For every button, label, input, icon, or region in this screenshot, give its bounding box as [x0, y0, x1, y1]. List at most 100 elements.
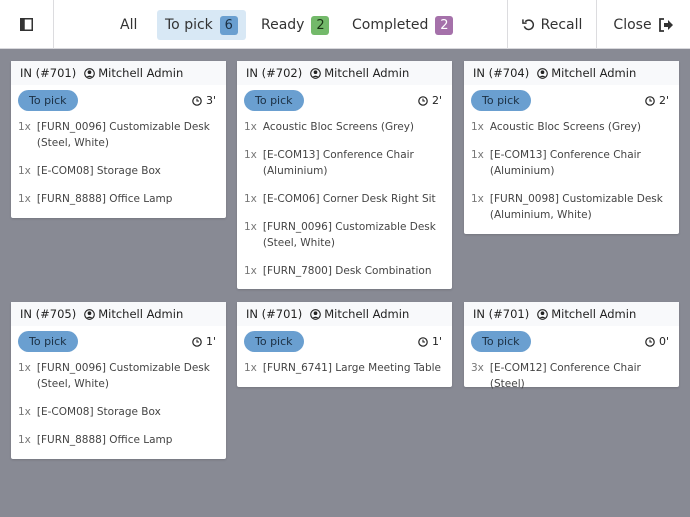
- filter-all[interactable]: All: [112, 10, 145, 40]
- clock-icon: [192, 95, 202, 106]
- sidebar-toggle-button[interactable]: [0, 0, 54, 49]
- clock-icon: [418, 95, 428, 106]
- state-tag: To pick: [244, 90, 304, 111]
- timer-value: 0': [658, 335, 669, 348]
- responsible-user-name: Mitchell Admin: [551, 66, 637, 80]
- responsible-user-name: Mitchell Admin: [98, 66, 184, 80]
- line-product: [E-COM13] Conference Chair (Aluminium): [262, 149, 414, 177]
- line-product: [E-COM08] Storage Box: [36, 406, 161, 418]
- timer-value: 3': [205, 94, 216, 107]
- close-button[interactable]: Close: [596, 0, 690, 49]
- user-circle-icon: [84, 308, 96, 320]
- order-lines: 3x [E-COM12] Conference Chair (Steel): [464, 356, 679, 392]
- picking-reference: IN (#701): [20, 66, 77, 80]
- order-line: 1x [E-COM13] Conference Chair (Aluminium): [237, 147, 452, 179]
- timer-value: 2': [658, 94, 669, 107]
- picking-card-6[interactable]: IN (#701) Mitchell Admin To pick 0' 3x [E…: [464, 302, 679, 390]
- recall-label: Recall: [540, 16, 583, 33]
- line-qty: 1x: [244, 265, 257, 277]
- line-qty: 1x: [18, 121, 31, 133]
- card-state-row: To pick 0': [464, 326, 679, 356]
- timer: 2': [418, 90, 442, 111]
- timer: 0': [645, 331, 669, 352]
- timer: 3': [192, 90, 216, 111]
- responsible-user-name: Mitchell Admin: [551, 307, 637, 321]
- sign-out-icon: [658, 17, 673, 32]
- picking-card-4[interactable]: IN (#705) Mitchell Admin To pick 1' 1x[F…: [11, 302, 226, 459]
- filter-all-label: All: [120, 17, 138, 33]
- order-line: 1x[E-COM13] Conference Chair (Aluminium): [464, 147, 679, 179]
- filter-to-pick[interactable]: To pick 6: [157, 10, 246, 40]
- timer-value: 1': [205, 335, 216, 348]
- user-circle-icon: [310, 67, 322, 79]
- responsible-user: Mitchell Admin: [310, 307, 409, 321]
- order-line: 1x [E-COM06] Corner Desk Right Sit: [237, 191, 452, 207]
- state-tag: To pick: [244, 331, 304, 352]
- order-line: 1x [FURN_0096] Customizable Desk (Steel, …: [11, 119, 226, 151]
- order-line: 1x[FURN_0096] Customizable Desk (Steel, …: [237, 219, 452, 251]
- line-product: [E-COM08] Storage Box: [36, 165, 161, 177]
- line-product: [FURN_0096] Customizable Desk (Steel, Wh…: [36, 121, 210, 149]
- line-qty: 1x: [471, 193, 484, 205]
- order-line: 1x [FURN_8888] Office Lamp: [11, 432, 226, 448]
- state-tag: To pick: [471, 90, 531, 111]
- filter-completed[interactable]: Completed 2: [344, 10, 461, 40]
- responsible-user-name: Mitchell Admin: [324, 66, 410, 80]
- card-state-row: To pick 2': [464, 85, 679, 115]
- card-state-row: To pick 1': [11, 326, 226, 356]
- recall-button[interactable]: Recall: [507, 0, 596, 49]
- card-header: IN (#704) Mitchell Admin: [464, 61, 679, 85]
- card-header: IN (#701) Mitchell Admin: [237, 302, 452, 326]
- order-line: 1x[FURN_0096] Customizable Desk (Steel, …: [11, 360, 226, 392]
- clock-icon: [418, 336, 428, 347]
- picking-reference: IN (#701): [246, 307, 303, 321]
- card-header: IN (#701) Mitchell Admin: [11, 61, 226, 85]
- line-product: [FURN_0098] Customizable Desk (Aluminium…: [489, 193, 663, 221]
- timer-value: 1': [431, 335, 442, 348]
- line-qty: 1x: [244, 149, 257, 161]
- filter-ready[interactable]: Ready 2: [253, 10, 337, 40]
- card-state-row: To pick 3': [11, 85, 226, 115]
- line-product: Acoustic Bloc Screens (Grey): [489, 121, 642, 133]
- user-circle-icon: [310, 308, 322, 320]
- line-product: [E-COM06] Corner Desk Right Sit: [262, 193, 436, 205]
- line-product: [E-COM12] Conference Chair (Steel): [489, 362, 641, 390]
- order-line: 1x[FURN_7800] Desk Combination: [237, 263, 452, 279]
- line-qty: 1x: [18, 406, 31, 418]
- user-circle-icon: [537, 308, 549, 320]
- card-header: IN (#705) Mitchell Admin: [11, 302, 226, 326]
- picking-card-5[interactable]: IN (#701) Mitchell Admin To pick 1' 1x[F…: [237, 302, 452, 387]
- line-qty: 1x: [18, 434, 31, 446]
- line-qty: 3x: [471, 362, 484, 374]
- line-qty: 1x: [18, 362, 31, 374]
- picking-card-1[interactable]: IN (#701) Mitchell Admin To pick 3' 1x [F…: [11, 61, 226, 218]
- card-state-row: To pick 2': [237, 85, 452, 115]
- filter-completed-count: 2: [435, 15, 454, 35]
- line-qty: 1x: [244, 193, 257, 205]
- order-lines: 1x[FURN_0096] Customizable Desk (Steel, …: [11, 356, 226, 448]
- filter-ready-count: 2: [311, 15, 330, 35]
- order-lines: 1x [FURN_0096] Customizable Desk (Steel, …: [11, 115, 226, 207]
- timer: 1': [192, 331, 216, 352]
- state-tag: To pick: [18, 331, 78, 352]
- order-line: 1x [FURN_0098] Customizable Desk (Alumini…: [464, 191, 679, 223]
- line-product: [FURN_8888] Office Lamp: [36, 434, 173, 446]
- clock-icon: [645, 336, 655, 347]
- line-product: [E-COM13] Conference Chair (Aluminium): [489, 149, 641, 177]
- user-circle-icon: [537, 67, 549, 79]
- state-tag: To pick: [18, 90, 78, 111]
- picking-reference: IN (#705): [20, 307, 77, 321]
- responsible-user: Mitchell Admin: [84, 66, 183, 80]
- responsible-user: Mitchell Admin: [537, 307, 636, 321]
- timer: 2': [645, 90, 669, 111]
- responsible-user: Mitchell Admin: [310, 66, 409, 80]
- order-line: 1x [E-COM08] Storage Box: [11, 404, 226, 420]
- picking-reference: IN (#701): [473, 307, 530, 321]
- close-label: Close: [613, 16, 652, 33]
- card-header: IN (#702) Mitchell Admin: [237, 61, 452, 85]
